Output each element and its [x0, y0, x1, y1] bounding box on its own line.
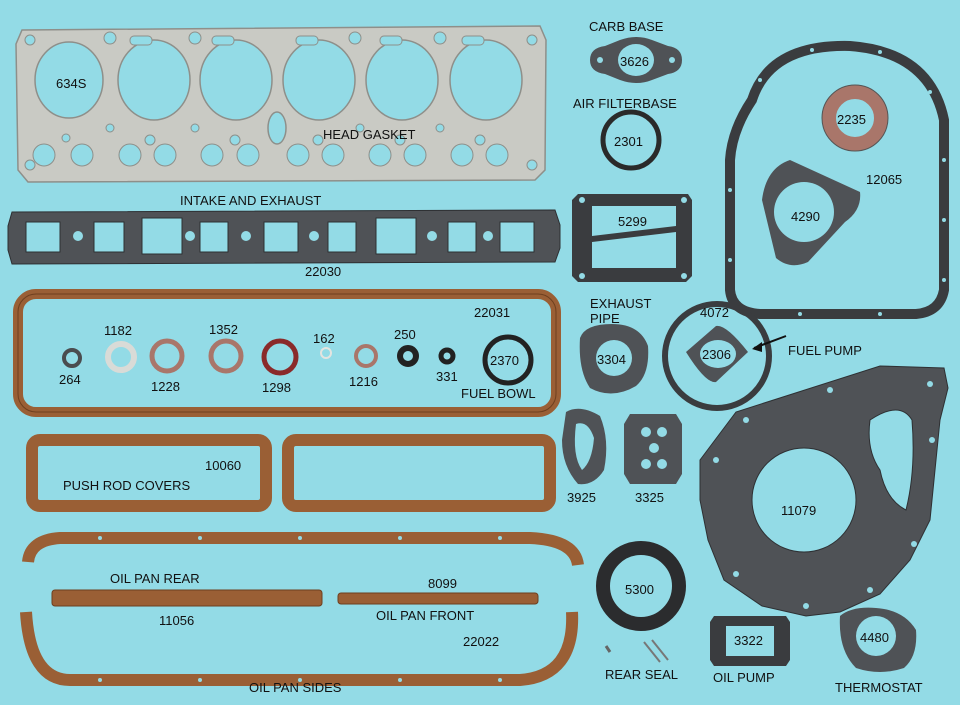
air-filter-label: AIR FILTERBASE	[573, 96, 677, 111]
rear-seal-label: REAR SEAL	[605, 667, 678, 682]
washer-1216-number: 1216	[349, 374, 378, 389]
exhaust-pipe-number: 3304	[597, 352, 626, 367]
gasket-5299	[572, 194, 692, 282]
gasket-3925-number: 3925	[567, 490, 596, 505]
thermostat-label: THERMOSTAT	[835, 680, 923, 695]
washer-1182-number: 1182	[104, 323, 132, 338]
thermostat-gasket	[839, 607, 917, 672]
fuel-pump-gasket	[662, 301, 787, 411]
oil-pan-rear-label: OIL PAN REAR	[110, 571, 200, 586]
fuel-pump-ring-number: 4072	[700, 305, 729, 320]
washer-1228-number: 1228	[151, 379, 180, 394]
exhaust-pipe-label: EXHAUST PIPE	[590, 296, 652, 326]
washer-1298-number: 1298	[262, 380, 291, 395]
air-filter-number: 2301	[614, 134, 643, 149]
washer-162-number: 162	[313, 331, 335, 346]
intake-exhaust-gasket	[7, 209, 561, 265]
washer-1352-number: 1352	[209, 322, 238, 337]
oil-pan-front-number: 8099	[428, 576, 457, 591]
push-rod-number: 10060	[205, 458, 242, 473]
push-rod-cover-gaskets	[26, 434, 556, 512]
oil-pump-gasket	[710, 616, 790, 666]
washer-2370-number: 2370	[490, 353, 519, 368]
oil-pan-front-label: OIL PAN FRONT	[376, 608, 475, 623]
washer-331-number: 331	[436, 369, 458, 384]
oil-pan-gaskets	[20, 532, 584, 686]
exhaust-pipe-gasket	[579, 324, 649, 394]
carb-base-label: CARB BASE	[589, 19, 664, 34]
timing-cover-number: 12065	[866, 172, 903, 187]
oil-pan-sides-number: 22022	[463, 634, 500, 649]
oil-pan-rear-number: 11056	[159, 613, 195, 628]
push-rod-label: PUSH ROD COVERS	[63, 478, 191, 493]
timing-plate-number: 4290	[791, 209, 820, 224]
washer-250-number: 250	[394, 327, 416, 342]
timing-seal-number: 2235	[837, 112, 866, 127]
oil-pan-sides-label: OIL PAN SIDES	[249, 680, 342, 695]
timing-cover-gasket	[725, 40, 949, 319]
front-cover-number: 11079	[781, 503, 817, 518]
head-gasket	[15, 25, 547, 183]
valve-cover-gasket	[13, 289, 561, 417]
head-gasket-number: 634S	[56, 76, 87, 91]
intake-exhaust-label: INTAKE AND EXHAUST	[180, 193, 322, 208]
fuel-pump-label: FUEL PUMP	[788, 343, 862, 358]
oil-pump-label: OIL PUMP	[713, 670, 775, 685]
intake-exhaust-number: 22030	[305, 264, 342, 279]
rear-seal	[596, 541, 686, 663]
head-gasket-label: HEAD GASKET	[323, 127, 416, 142]
fuel-bowl-label: FUEL BOWL	[461, 386, 536, 401]
fuel-pump-number: 2306	[702, 347, 731, 362]
carb-base-gasket	[590, 37, 682, 83]
valve-cover-number: 22031	[474, 305, 511, 320]
air-filter-base-gasket	[600, 109, 662, 171]
rear-seal-number: 5300	[625, 582, 654, 597]
oil-pump-number: 3322	[734, 633, 763, 648]
front-cover-gasket	[699, 365, 949, 617]
gasket-5299-number: 5299	[618, 214, 647, 229]
carb-base-number: 3626	[620, 54, 649, 69]
washer-264-number: 264	[59, 372, 81, 387]
gasket-3325	[624, 414, 682, 484]
gasket-3325-number: 3325	[635, 490, 664, 505]
thermostat-number: 4480	[860, 630, 889, 645]
washers	[62, 334, 534, 386]
gasket-3925	[562, 408, 607, 485]
